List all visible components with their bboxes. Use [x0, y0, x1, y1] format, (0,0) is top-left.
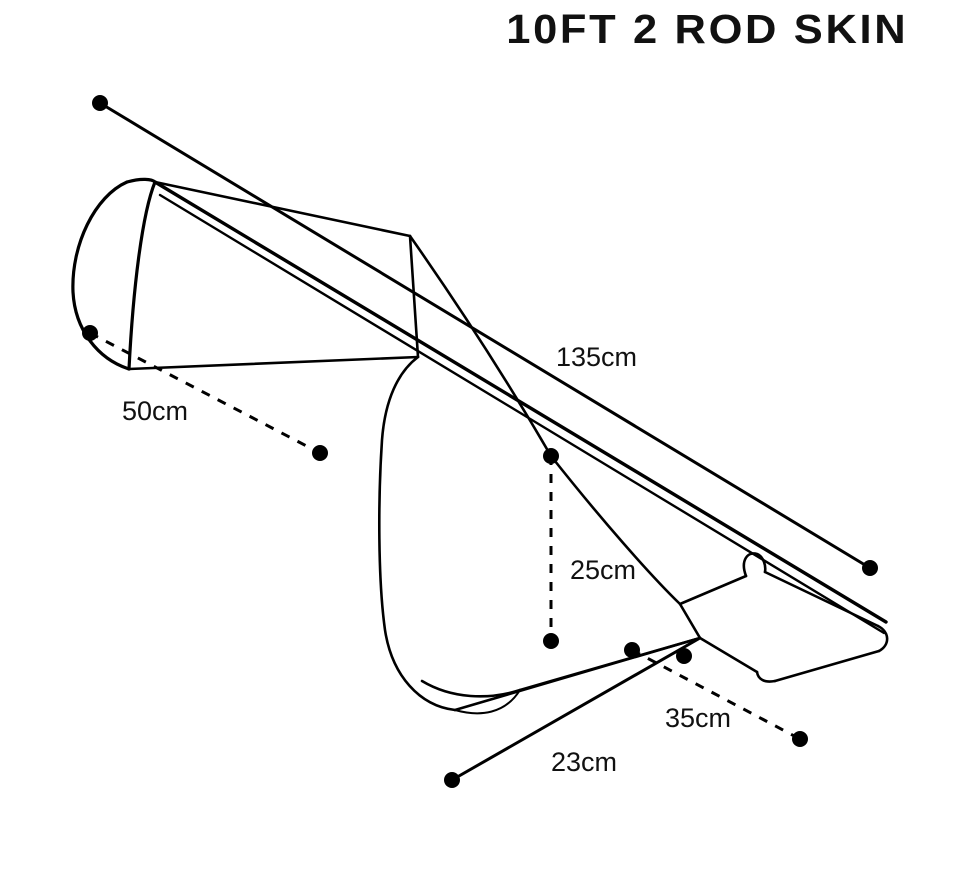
dimension-endpoint-dot	[792, 731, 808, 747]
tube-end-cap	[71, 180, 131, 371]
dimension-23cm: 23cm	[444, 636, 701, 788]
butt-front-edge	[420, 679, 522, 698]
top-seam-outer	[153, 180, 888, 624]
butt-band-edge	[678, 602, 702, 640]
dimension-endpoint-dot	[543, 448, 559, 464]
cap-top-fold	[153, 180, 412, 238]
flap-bottom-corner	[755, 670, 777, 683]
front-face-edge	[377, 355, 457, 712]
dimension-50cm: 50cm	[82, 325, 328, 461]
dimension-line-35cm	[631, 648, 801, 741]
dimension-label-135cm: 135cm	[556, 342, 637, 372]
dimension-endpoint-dot	[444, 772, 460, 788]
dimension-endpoint-dot	[82, 325, 98, 341]
bottom-panel-edge	[518, 636, 702, 692]
body-lower-seam	[549, 454, 682, 606]
page-title: 10FT 2 ROD SKIN	[506, 6, 908, 52]
dimension-endpoint-dot	[312, 445, 328, 461]
dimension-endpoint-dot	[676, 648, 692, 664]
cap-panel-seam	[408, 234, 420, 359]
tube-rim	[127, 180, 157, 371]
dimension-25cm: 25cm	[543, 448, 636, 649]
flap-notch	[742, 552, 767, 578]
dimension-line-50cm	[89, 331, 321, 455]
dimension-endpoint-dot	[862, 560, 878, 576]
dimension-line-23cm	[451, 636, 701, 782]
top-seam-inner	[158, 193, 886, 635]
dimension-endpoint-dot	[543, 633, 559, 649]
dimension-label-25cm: 25cm	[570, 555, 636, 585]
flap-tip-corner	[876, 624, 889, 653]
butt-top-edge	[678, 574, 748, 606]
rod-skin-body	[71, 177, 889, 715]
flap-inner-edge	[698, 636, 759, 674]
dimension-label-35cm: 35cm	[665, 703, 731, 733]
end-cap-seam	[125, 177, 157, 184]
body-mid-seam	[408, 234, 553, 458]
dimension-label-23cm: 23cm	[551, 747, 617, 777]
upper-panel-edge	[127, 355, 420, 371]
dimension-135cm: 135cm	[92, 95, 878, 576]
dimension-label-50cm: 50cm	[122, 396, 188, 426]
dimension-line-135cm	[99, 101, 871, 570]
dimension-endpoint-dot	[92, 95, 108, 111]
flap-top-edge	[763, 570, 880, 628]
bottom-panel-inner	[454, 689, 521, 715]
dimension-35cm: 35cm	[631, 648, 808, 747]
flap-bottom-edge	[773, 649, 881, 683]
